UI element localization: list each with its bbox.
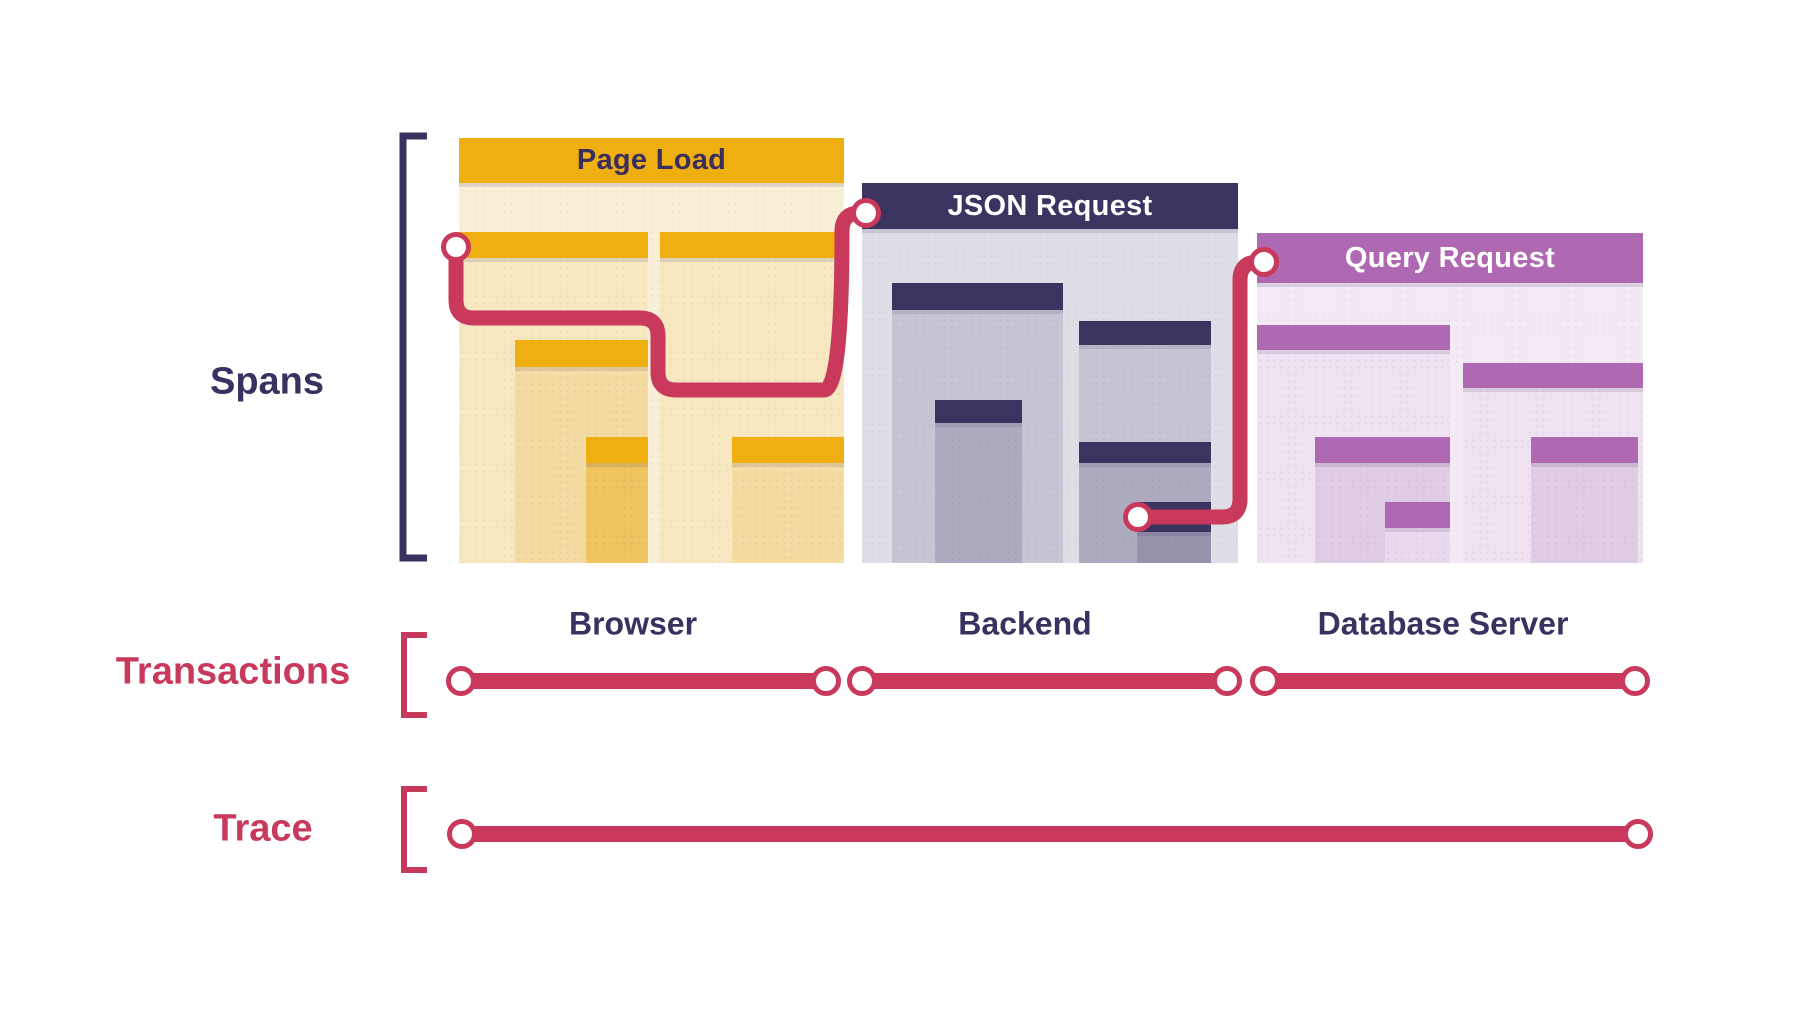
- span-bar-header: [1385, 502, 1450, 528]
- span-bar-body: [1385, 528, 1450, 563]
- span-bar-header: [1079, 442, 1211, 463]
- transaction-1-end-node: [811, 666, 841, 696]
- span-bar-header: [660, 232, 844, 258]
- span-bar-header: [1079, 321, 1211, 345]
- transaction-3-end-node: [1620, 666, 1650, 696]
- transaction-2-end-node: [1212, 666, 1242, 696]
- trace-end-node: [1623, 819, 1653, 849]
- transaction-1-start-node: [446, 666, 476, 696]
- service-label-query-request: Database Server: [1317, 605, 1569, 642]
- span-bar-header: [1531, 437, 1638, 463]
- panel-json-request-title: JSON Request: [862, 183, 1238, 229]
- trace-start-node: [447, 819, 477, 849]
- span-bar-body: [1137, 532, 1211, 563]
- span-bar-body: [935, 423, 1022, 563]
- span-bar-body: [586, 463, 648, 563]
- service-label-page-load: Browser: [568, 605, 698, 642]
- panel-query-request: Query Request: [1257, 233, 1643, 563]
- spans-bracket: [399, 132, 427, 562]
- span-bar-header: [1463, 363, 1643, 388]
- transactions-bracket: [401, 632, 427, 718]
- trace-bracket: [401, 786, 427, 873]
- panel-json-request: JSON Request: [862, 183, 1238, 563]
- side-label-spans: Spans: [209, 360, 325, 403]
- panel-query-request-title: Query Request: [1257, 233, 1643, 283]
- span-bar-header: [586, 437, 648, 463]
- panel-page-load-title: Page Load: [459, 138, 844, 183]
- span-bar-header: [935, 400, 1022, 423]
- span-bar-body: [1531, 463, 1638, 563]
- span-bar-header: [459, 232, 648, 258]
- panel-page-load: Page Load: [459, 138, 844, 563]
- span-bar-header: [1315, 437, 1450, 463]
- span-bar-header: [892, 283, 1063, 310]
- transaction-3-start-node: [1250, 666, 1280, 696]
- span-bar-header: [732, 437, 844, 463]
- span-bar-body: [732, 463, 844, 563]
- span-bar-header: [1257, 325, 1450, 350]
- service-label-json-request: Backend: [958, 605, 1092, 642]
- transaction-2-start-node: [847, 666, 877, 696]
- side-label-trace: Trace: [213, 807, 313, 850]
- span-bar-header: [1137, 502, 1211, 532]
- span-bar-header: [515, 340, 648, 367]
- side-label-transactions: Transactions: [115, 650, 351, 693]
